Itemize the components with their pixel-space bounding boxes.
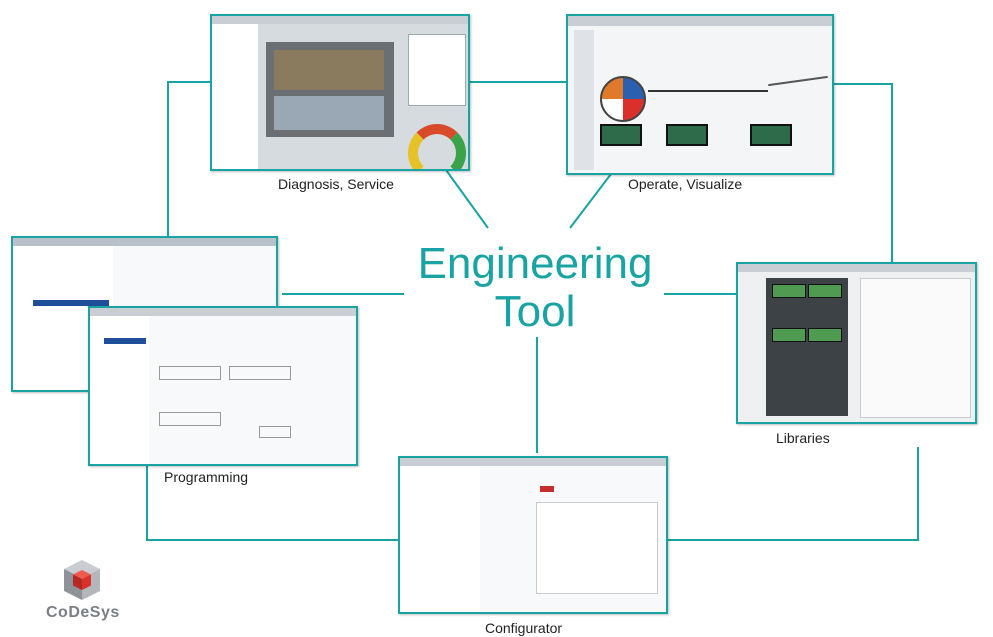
- center-title: Engineering Tool: [404, 240, 666, 336]
- connector-diagnosis-programming: [167, 81, 212, 238]
- diagnosis-screenshot: [210, 14, 470, 171]
- libraries-screenshot: [736, 262, 977, 424]
- connector-operate-libraries: [833, 83, 893, 264]
- spoke-diagnosis: [445, 169, 489, 229]
- label-operate: Operate, Visualize: [628, 176, 743, 192]
- programming-screenshot: [88, 306, 358, 466]
- configurator-screenshot: [398, 456, 668, 614]
- connector-programming-configurator: [146, 455, 398, 541]
- label-diagnosis: Diagnosis, Service: [278, 176, 394, 192]
- connector-libraries-configurator: [668, 447, 919, 541]
- center-title-line1: Engineering: [417, 239, 653, 288]
- label-configurator: Configurator: [485, 620, 563, 636]
- center-title-line2: Tool: [494, 287, 576, 336]
- label-libraries: Libraries: [776, 430, 830, 446]
- codesys-logo: CoDeSys: [24, 558, 134, 630]
- logo-text: CoDeSys: [46, 604, 120, 621]
- codesys-cube-icon: [64, 560, 100, 600]
- label-programming: Programming: [164, 469, 249, 485]
- operate-screenshot: [566, 14, 834, 175]
- spoke-operate: [569, 173, 612, 229]
